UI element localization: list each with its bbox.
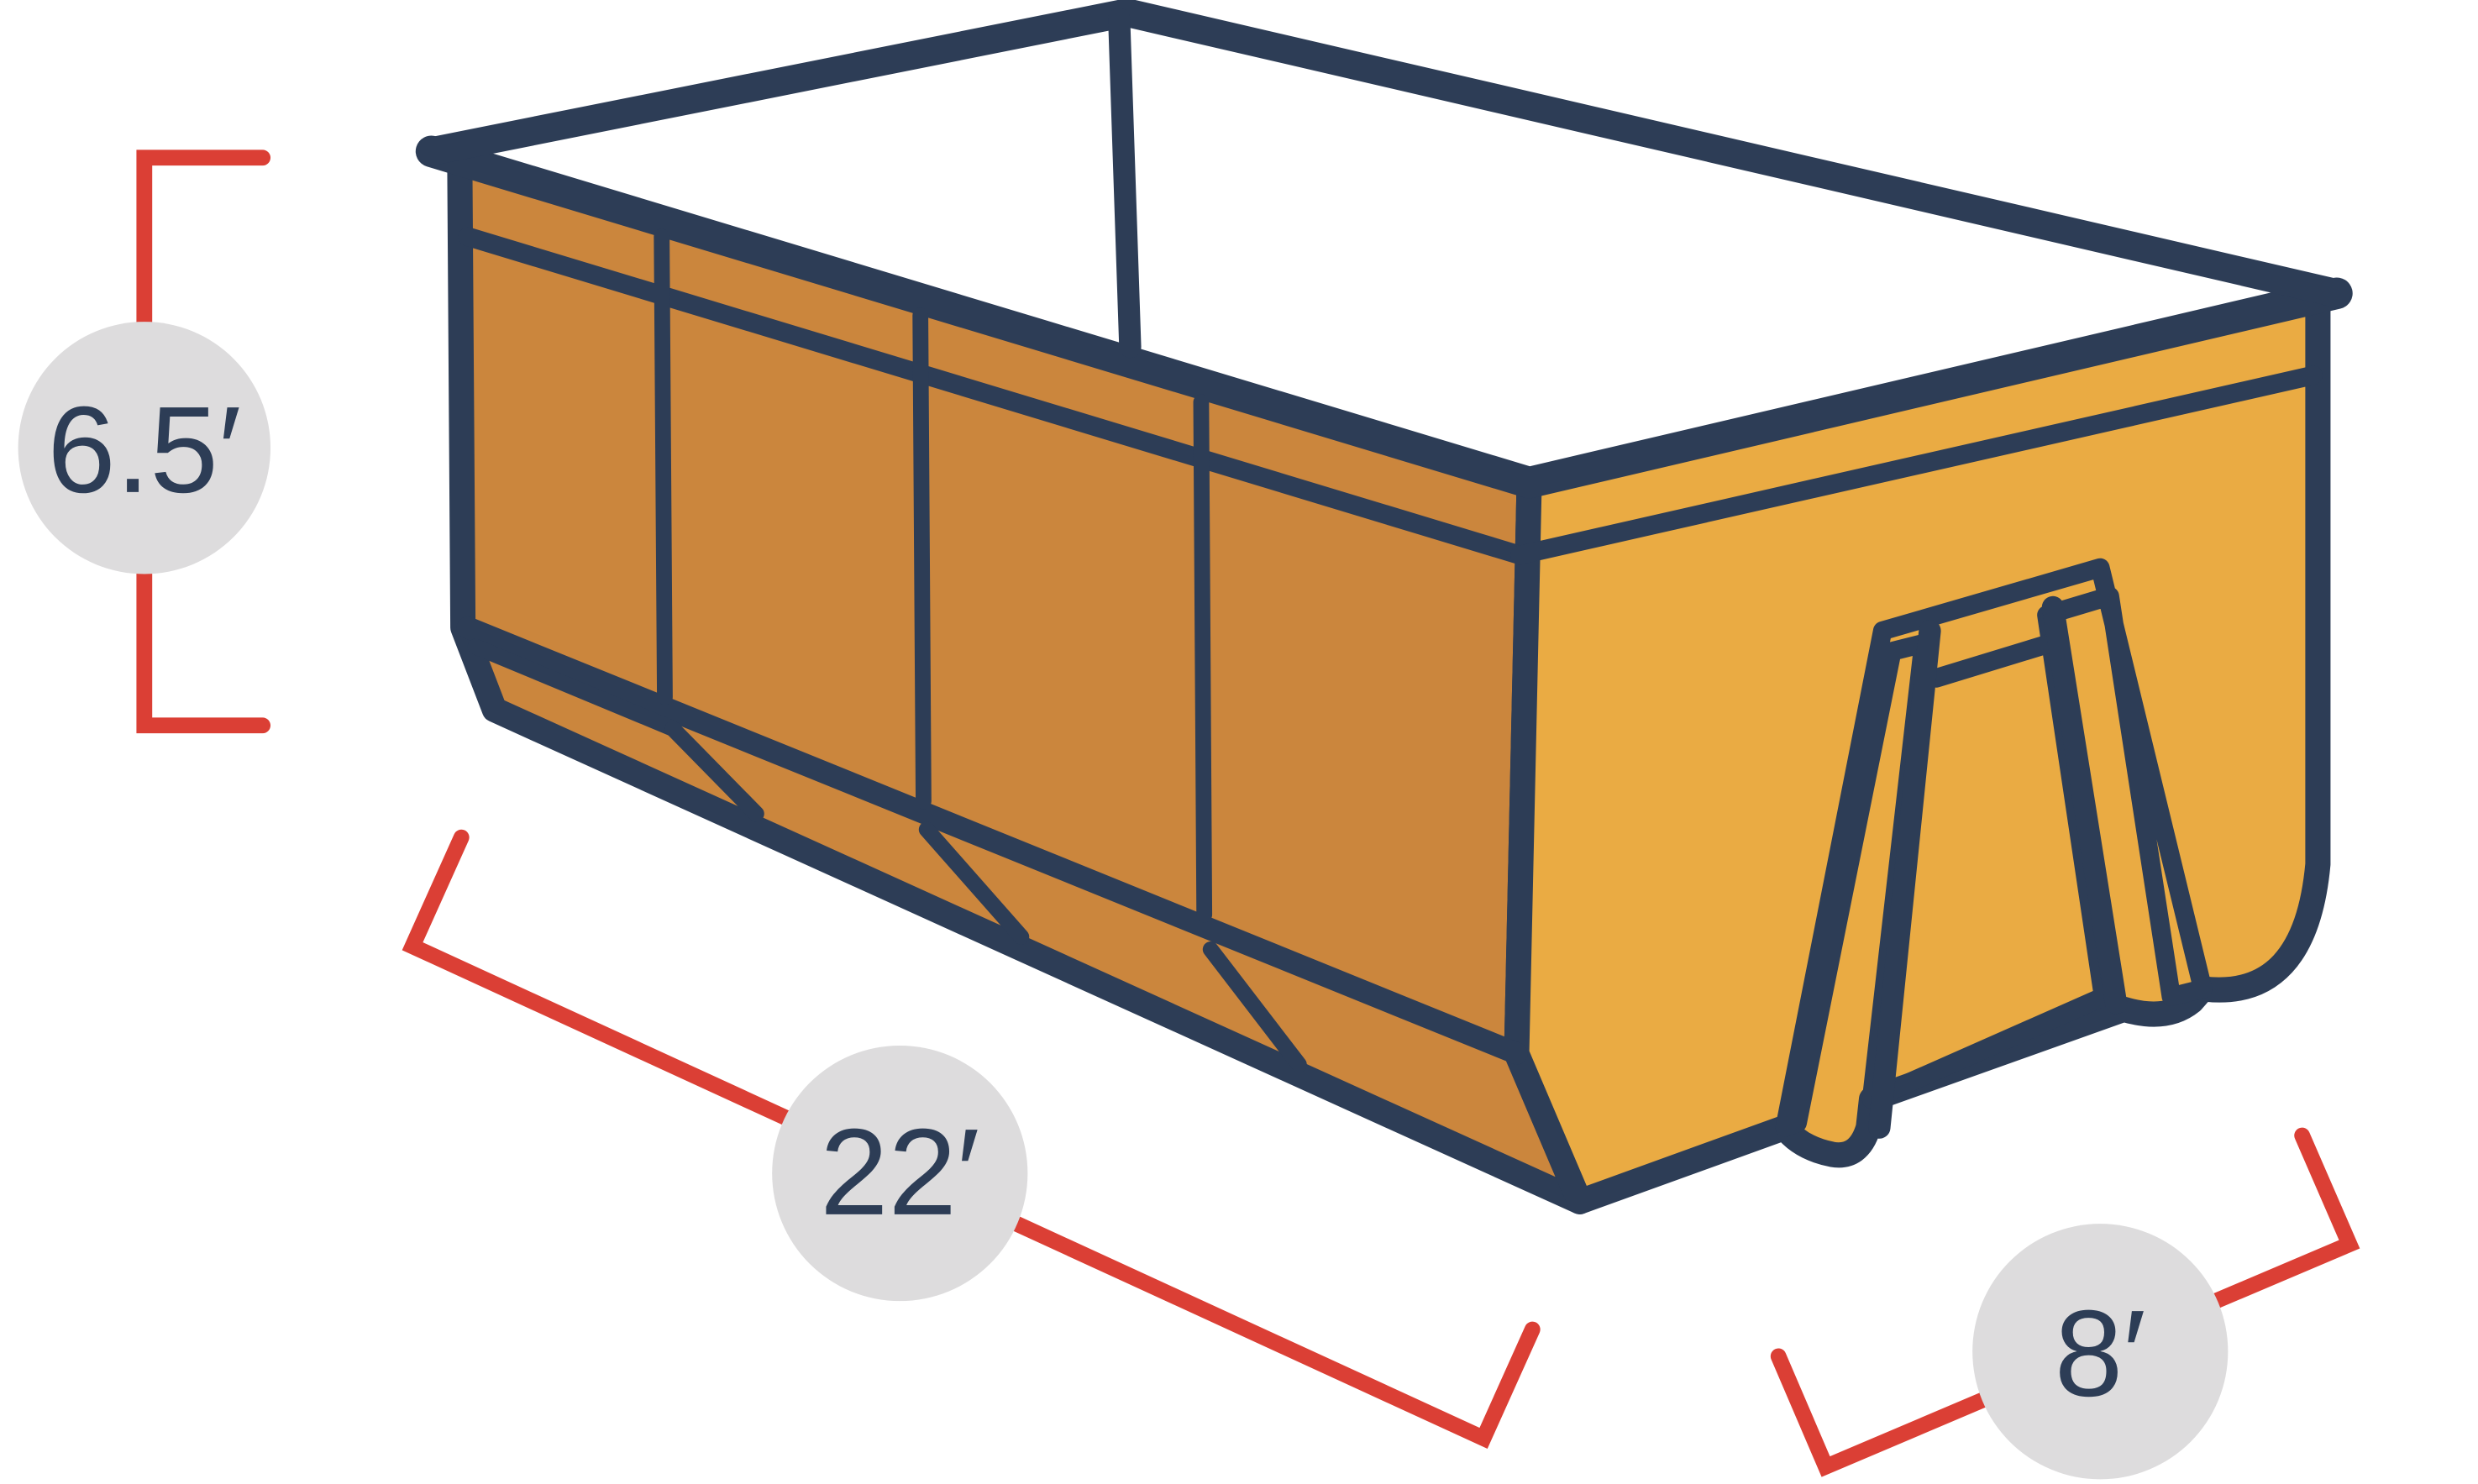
side-rail-upper — [458, 227, 1530, 565]
skid-brace-2 — [918, 821, 1030, 945]
hook-crossbar — [1926, 633, 2060, 688]
hook-frame — [1775, 558, 2213, 1137]
rim-center-post — [1108, 8, 1142, 359]
length-label-circle — [772, 1045, 1028, 1302]
side-rib-2 — [912, 307, 932, 810]
end-rail-upper — [1509, 365, 2323, 565]
skid-brace-1 — [664, 721, 764, 822]
side-rib-1 — [654, 228, 673, 705]
skid-brace-3 — [1202, 941, 1307, 1072]
width-label-circle — [1972, 1224, 2229, 1480]
side-rib-3 — [1193, 394, 1213, 923]
height-label: 6.5′ — [47, 381, 241, 519]
length-dimension: 22′ — [402, 829, 1541, 1450]
skid-line — [467, 638, 681, 737]
height-label-circle — [18, 322, 271, 574]
height-dimension: 6.5′ — [18, 149, 271, 734]
hook-leg-left — [1868, 619, 1941, 1139]
dumpster-illustration — [415, 0, 2353, 1214]
width-dimension: 8′ — [1770, 1127, 2360, 1480]
length-label: 22′ — [820, 1104, 979, 1241]
width-label: 8′ — [2055, 1285, 2146, 1423]
hook-leg-right — [2041, 595, 2128, 1015]
top-rim-front — [415, 135, 2353, 499]
side-rail-lower — [456, 616, 1528, 1065]
